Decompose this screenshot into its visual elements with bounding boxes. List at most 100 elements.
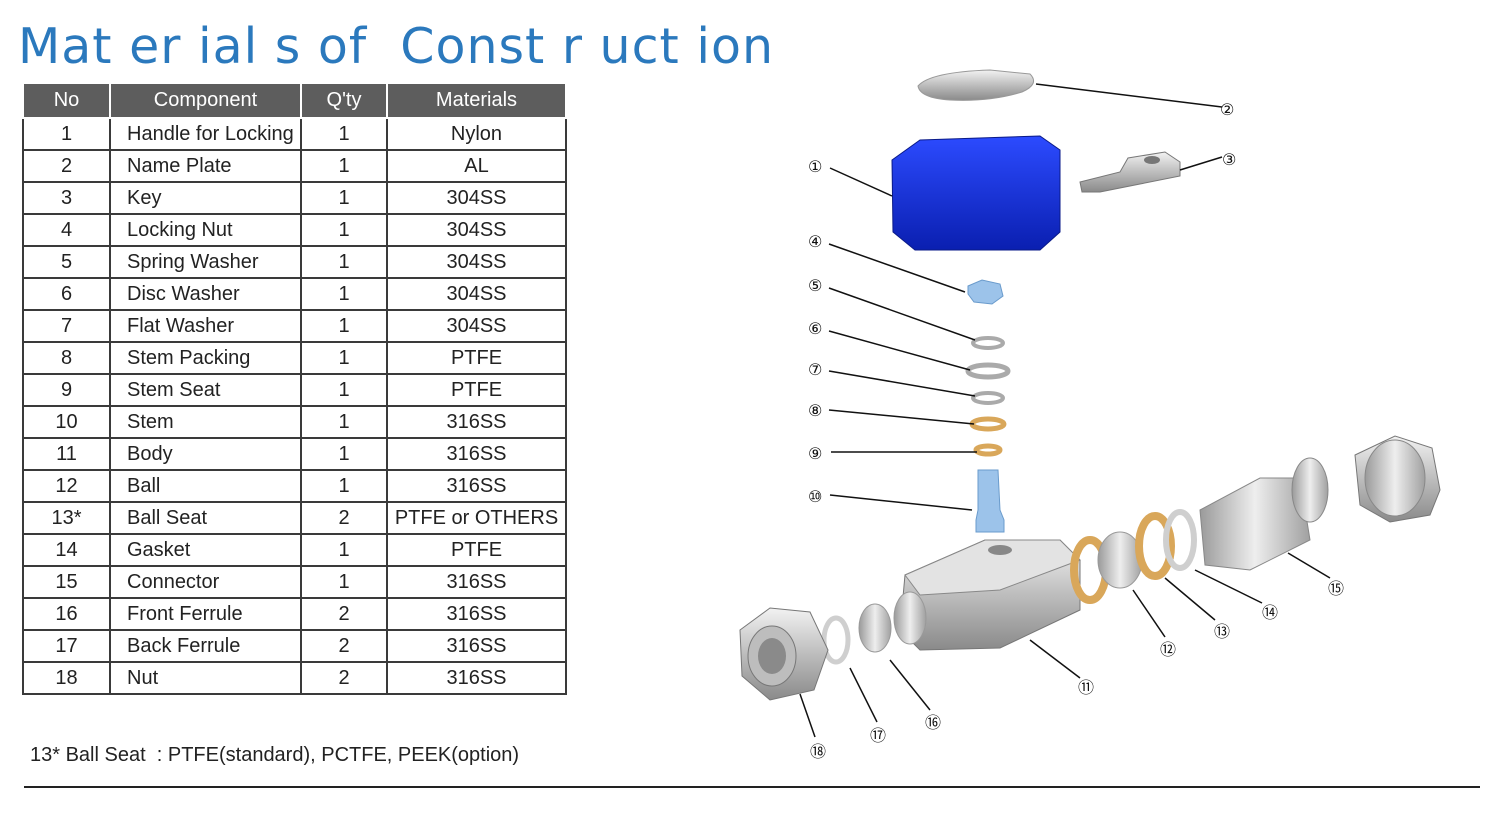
part-nut [739,607,829,701]
callout-11: ⑪ [1078,678,1094,697]
cell-material: 316SS [386,629,567,663]
cell-qty: 1 [300,405,388,439]
callout-10: ⑩ [808,487,822,506]
cell-component: Gasket [109,533,302,567]
cell-component: Nut [109,661,302,695]
cell-no: 12 [22,469,111,503]
cell-material: 316SS [386,661,567,695]
cell-material: 316SS [386,565,567,599]
part-stem-packing [969,416,1007,432]
cell-no: 9 [22,373,111,407]
cell-material: 304SS [386,181,567,215]
part-flat-washer [971,391,1005,405]
footnote: 13* Ball Seat : PTFE(standard), PCTFE, P… [30,744,520,766]
cell-no: 17 [22,629,111,663]
part-handle [891,135,1061,251]
cell-no: 13* [22,501,111,535]
callout-2: ② [1220,100,1234,119]
part-disc-washer [965,362,1011,380]
cell-component: Front Ferrule [109,597,302,631]
cell-qty: 1 [300,277,388,311]
page-title: Mat er ial s of Const r uct ion [18,18,774,75]
cell-component: Connector [109,565,302,599]
part-key [1079,151,1181,193]
cell-no: 5 [22,245,111,279]
cell-component: Ball Seat [109,501,302,535]
callout-5: ⑤ [808,276,822,295]
cell-no: 4 [22,213,111,247]
callout-6: ⑥ [808,319,822,338]
cell-qty: 1 [300,245,388,279]
cell-qty: 1 [300,469,388,503]
cell-no: 6 [22,277,111,311]
callout-1: ① [808,157,822,176]
part-stem-seat [973,443,1003,457]
cell-no: 8 [22,341,111,375]
part-name-plate [917,69,1035,101]
cell-material: 304SS [386,245,567,279]
cell-component: Back Ferrule [109,629,302,663]
cell-qty: 1 [300,181,388,215]
part-front-ferrule [858,591,927,653]
cell-no: 7 [22,309,111,343]
cell-no: 11 [22,437,111,471]
header-component: Component [109,84,302,119]
cell-component: Stem Seat [109,373,302,407]
cell-no: 1 [22,117,111,151]
cell-material: 304SS [386,309,567,343]
cell-no: 10 [22,405,111,439]
cell-material: PTFE [386,533,567,567]
cell-qty: 1 [300,437,388,471]
cell-component: Stem [109,405,302,439]
cell-material: 316SS [386,469,567,503]
part-back-ferrule [821,615,851,665]
divider-line [24,786,1480,788]
callout-12: ⑫ [1160,640,1176,659]
cell-material: 316SS [386,437,567,471]
cell-component: Flat Washer [109,309,302,343]
cell-qty: 1 [300,533,388,567]
part-body [899,539,1081,651]
cell-qty: 1 [300,373,388,407]
cell-component: Handle for Locking [109,117,302,151]
cell-material: 304SS [386,213,567,247]
leader-lines [799,83,1331,738]
cell-component: Disc Washer [109,277,302,311]
cell-qty: 1 [300,565,388,599]
part-stem [975,469,1005,533]
cell-material: 316SS [386,405,567,439]
callout-3: ③ [1222,150,1236,169]
cell-no: 2 [22,149,111,183]
cell-material: PTFE [386,373,567,407]
cell-qty: 1 [300,149,388,183]
part-spring-washer [971,336,1005,350]
cell-material: 304SS [386,277,567,311]
cell-material: Nylon [386,117,567,151]
cell-no: 18 [22,661,111,695]
callout-7: ⑦ [808,360,822,379]
cell-component: Name Plate [109,149,302,183]
callouts: ① ② ③ ④ ⑤ ⑥ ⑦ ⑧ ⑨ ⑩ ⑪ ⑫ ⑬ ⑭ ⑮ ⑯ ⑰ ⑱ [808,100,1344,761]
cell-component: Locking Nut [109,213,302,247]
cell-component: Body [109,437,302,471]
cell-component: Key [109,181,302,215]
callout-14: ⑭ [1262,603,1278,622]
cell-material: PTFE or OTHERS [386,501,567,535]
callout-17: ⑰ [870,726,886,745]
header-no: No [22,84,111,119]
